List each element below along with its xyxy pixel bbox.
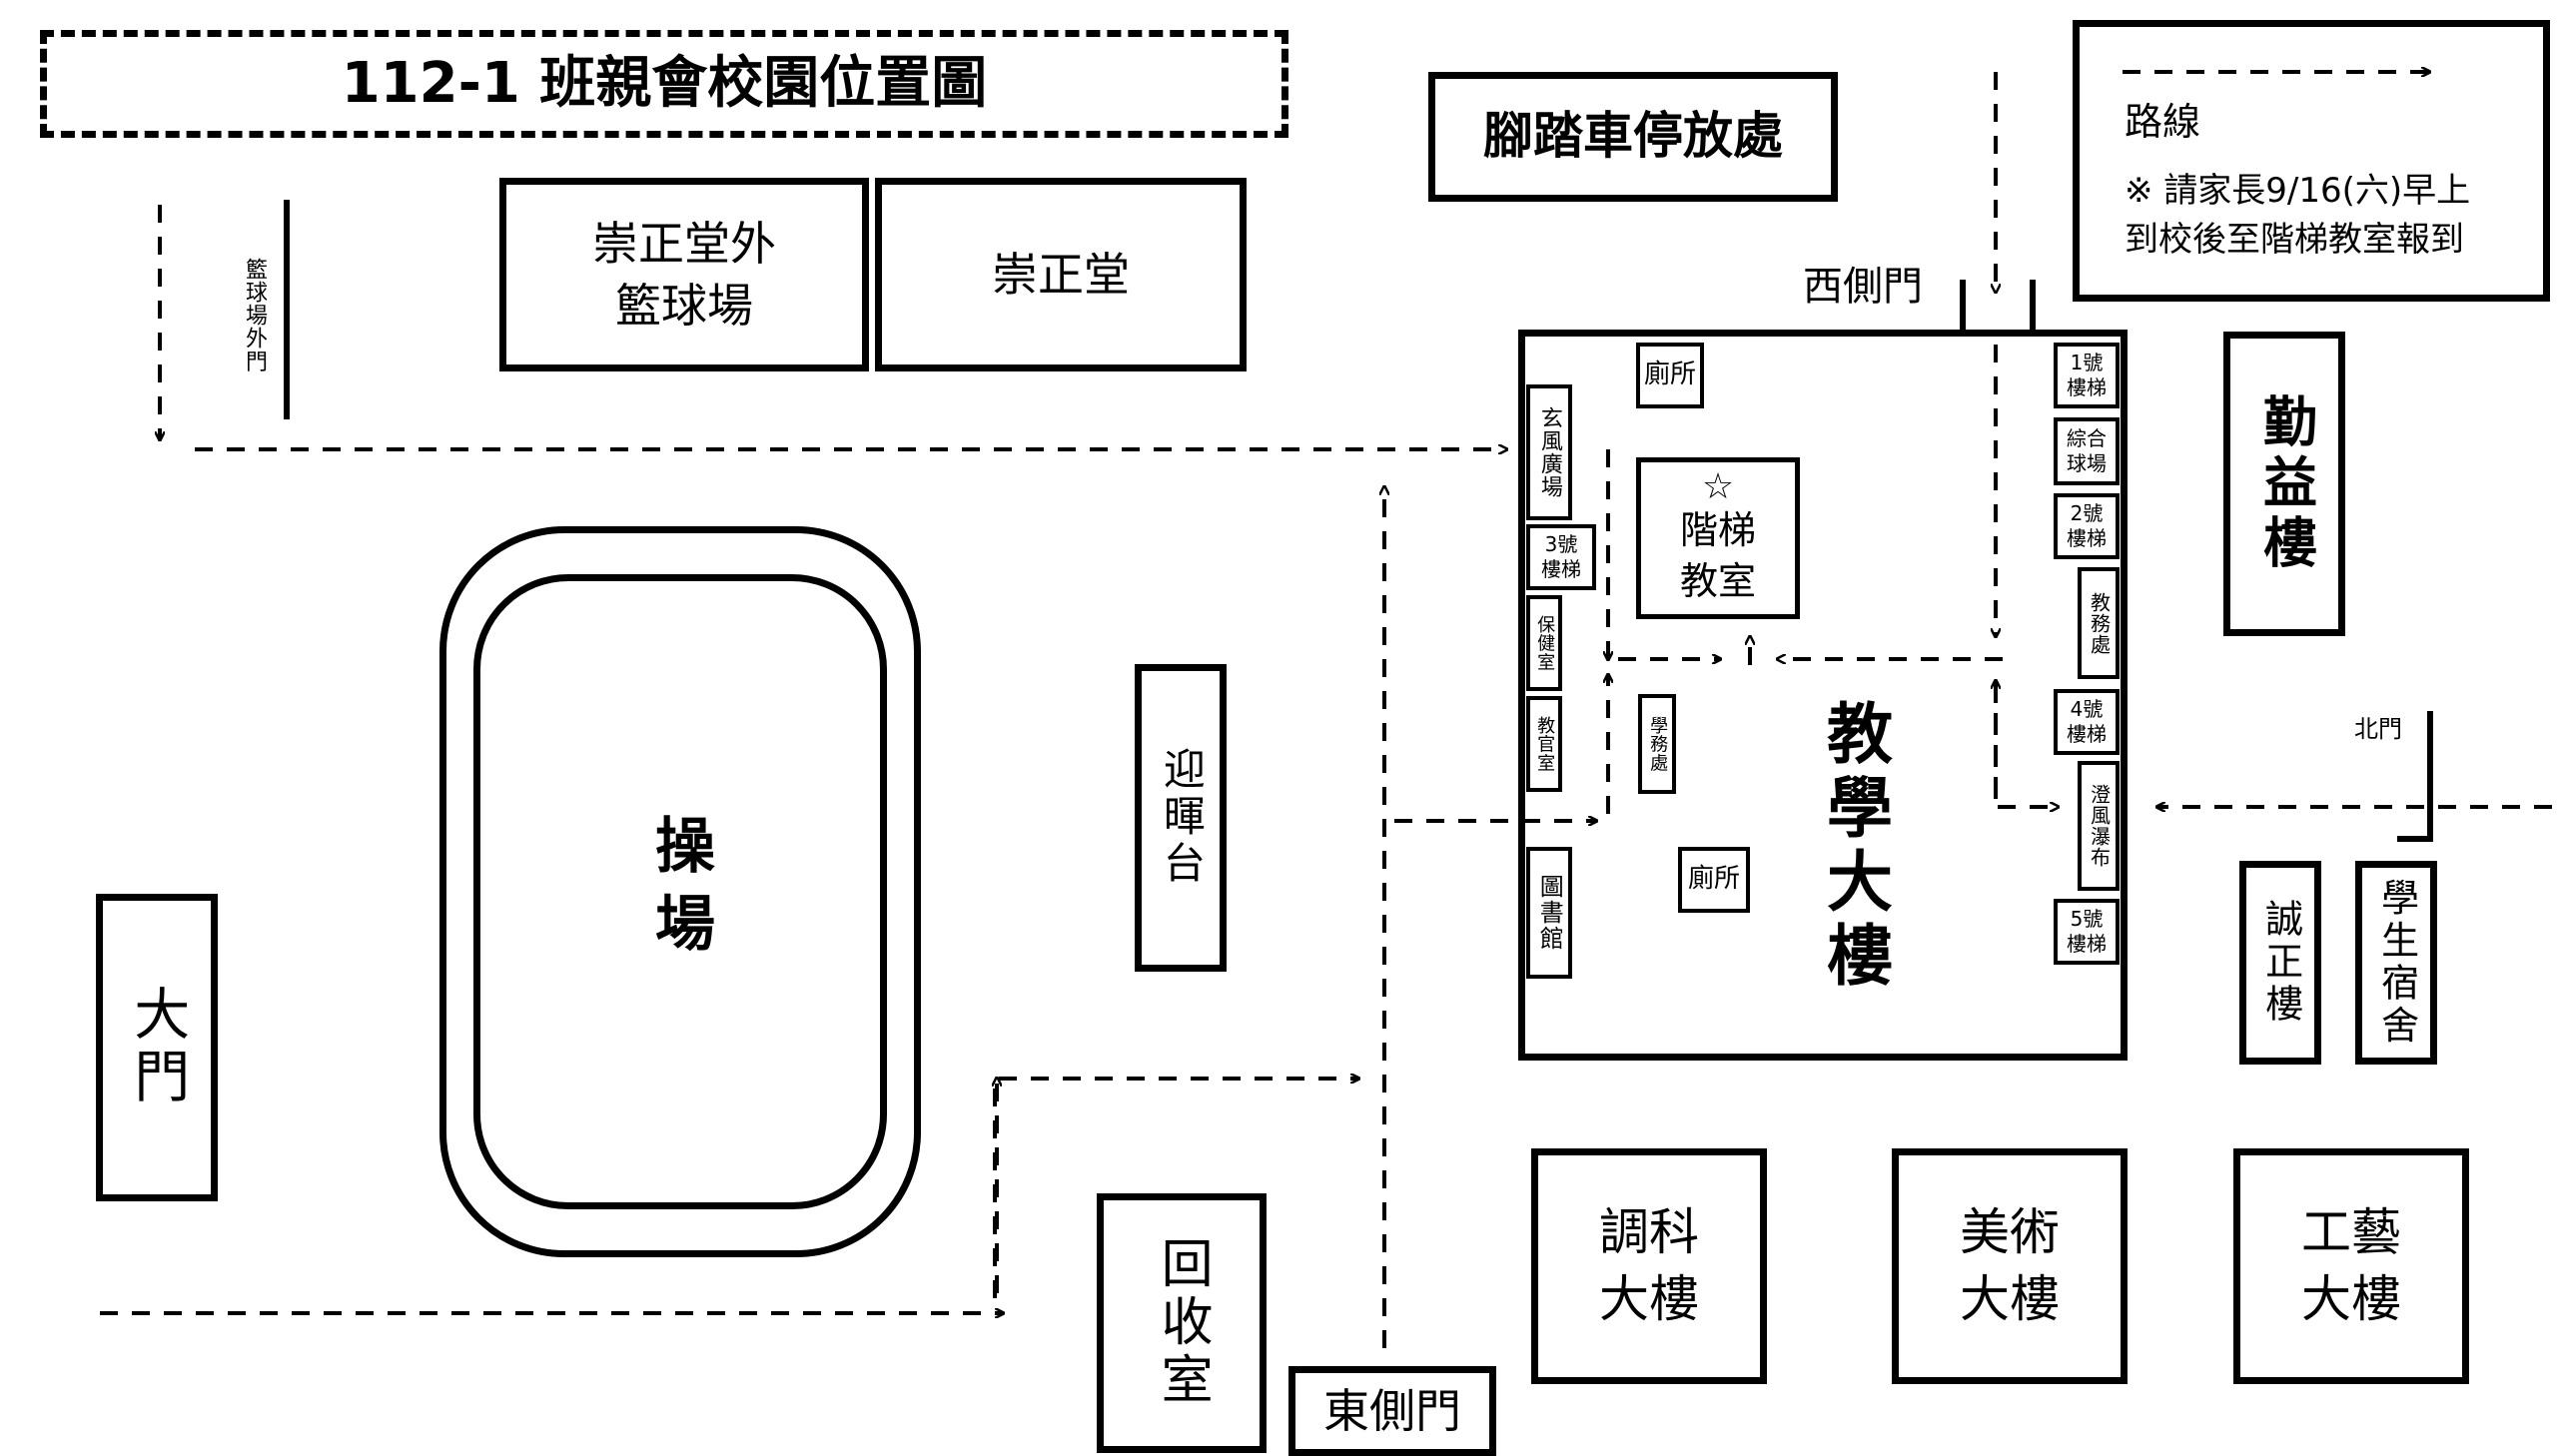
restroom-north: 廁所 bbox=[1636, 343, 1704, 408]
main-gate: 大門 bbox=[96, 894, 218, 1201]
north-gate-label: 北門 bbox=[2354, 715, 2402, 743]
waterfall: 澄風瀑布 bbox=[2078, 761, 2120, 891]
library: 圖書館 bbox=[1526, 847, 1572, 979]
route-recycling-up bbox=[993, 1079, 1358, 1298]
student-dormitory: 學生宿舍 bbox=[2355, 861, 2437, 1065]
playground-track-outer bbox=[439, 526, 921, 1257]
west-side-gate-label: 西側門 bbox=[1803, 264, 1923, 310]
chengzheng-building: 誠正樓 bbox=[2239, 861, 2321, 1065]
lecture-hall: ☆ 階梯 教室 bbox=[1636, 457, 1800, 619]
crafts-building: 工藝 大樓 bbox=[2233, 1148, 2469, 1384]
basketball-outer-gate-label: 籃球場外門 bbox=[242, 258, 267, 373]
legend-note: ※ 請家長9/16(六)早上 到校後至階梯教室報到 bbox=[2125, 171, 2471, 261]
bike-parking: 腳踏車停放處 bbox=[1428, 72, 1838, 202]
welcome-stage: 迎暉台 bbox=[1135, 664, 1227, 972]
sports-court: 綜合 球場 bbox=[2054, 417, 2120, 485]
stair-4: 4號 樓梯 bbox=[2054, 689, 2120, 755]
playground-track-inner: 操場 bbox=[473, 574, 887, 1209]
teaching-building-label: 教學大樓 bbox=[1816, 699, 1893, 995]
academic-affairs: 教務處 bbox=[2078, 567, 2120, 679]
map-title-text: 112-1 班親會校園位置圖 bbox=[341, 51, 988, 117]
legend-route-label: 路線 bbox=[2125, 100, 2201, 144]
lecture-hall-star: ☆ bbox=[1701, 465, 1735, 507]
route-into-building bbox=[1994, 681, 2058, 807]
teaching-building bbox=[1518, 330, 2128, 1061]
restroom-south: 廁所 bbox=[1678, 847, 1750, 913]
chongzheng-hall: 崇正堂 bbox=[875, 178, 1247, 371]
student-affairs: 學務處 bbox=[1638, 694, 1676, 794]
lecture-hall-label: 階梯 教室 bbox=[1679, 507, 1756, 603]
stair-3: 3號 樓梯 bbox=[1526, 524, 1596, 590]
arts-building: 美術 大樓 bbox=[1892, 1148, 2128, 1384]
entrance-plaza: 玄風廣場 bbox=[1526, 384, 1572, 520]
map-title: 112-1 班親會校園位置圖 bbox=[40, 30, 1288, 138]
recycling-room: 回收室 bbox=[1097, 1193, 1267, 1453]
legend-box: 路線 ※ 請家長9/16(六)早上 到校後至階梯教室報到 bbox=[2073, 20, 2550, 302]
stair-2: 2號 樓梯 bbox=[2054, 493, 2120, 559]
health-room: 保健室 bbox=[1526, 595, 1562, 691]
stair-1: 1號 樓梯 bbox=[2054, 343, 2120, 408]
military-office: 教官室 bbox=[1526, 696, 1562, 792]
north-gate-mark bbox=[2397, 711, 2433, 842]
playground-label: 操場 bbox=[644, 814, 715, 970]
chongzheng-outer-court: 崇正堂外 籃球場 bbox=[499, 178, 869, 371]
stair-5: 5號 樓梯 bbox=[2054, 899, 2120, 965]
tiaoke-building: 調科 大樓 bbox=[1531, 1148, 1767, 1384]
qinyi-building: 勤益樓 bbox=[2223, 332, 2345, 636]
